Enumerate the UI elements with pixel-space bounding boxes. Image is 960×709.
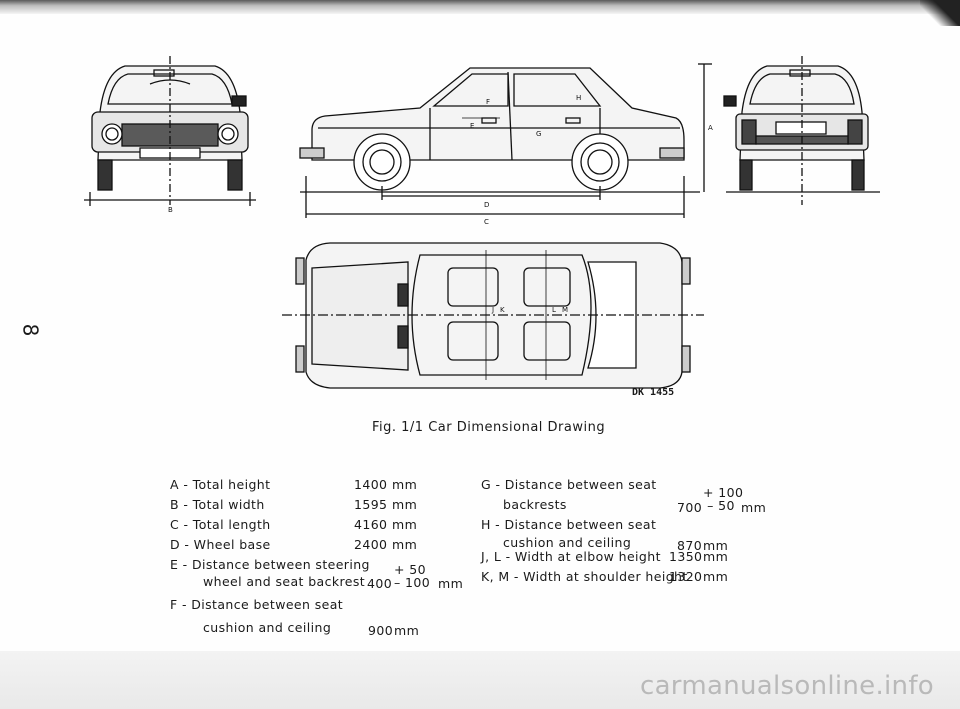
dim-letter-j: J (491, 306, 494, 314)
tolerance-g: + 100 – 50 (703, 485, 744, 513)
dim-letter-g: G (536, 130, 541, 138)
drawing-code: DK 1455 (632, 387, 675, 398)
rear-view-drawing (723, 56, 880, 205)
side-view-drawing (299, 63, 712, 218)
page-top-edge (0, 0, 960, 26)
page-bottom-band (0, 651, 960, 709)
dim-letter-a: A (708, 124, 713, 132)
front-view-drawing (84, 56, 256, 206)
dim-letter-c: C (484, 218, 489, 226)
dim-letter-k: K (500, 306, 505, 314)
dim-letter-m: M (562, 306, 568, 314)
dim-letter-h: H (576, 94, 581, 102)
dim-letter-d: D (484, 201, 489, 209)
dim-letter-f: F (486, 98, 490, 106)
car-dimensional-drawing: B D C A E F G H J K L M (84, 56, 880, 389)
top-view-drawing (282, 242, 704, 389)
dim-letter-l: L (552, 306, 556, 314)
watermark: carmanualsonline.info (639, 671, 934, 701)
dim-letter-e: E (470, 122, 474, 130)
dim-letter-b: B (168, 206, 173, 214)
tolerance-e: + 50 – 100 (394, 562, 431, 590)
